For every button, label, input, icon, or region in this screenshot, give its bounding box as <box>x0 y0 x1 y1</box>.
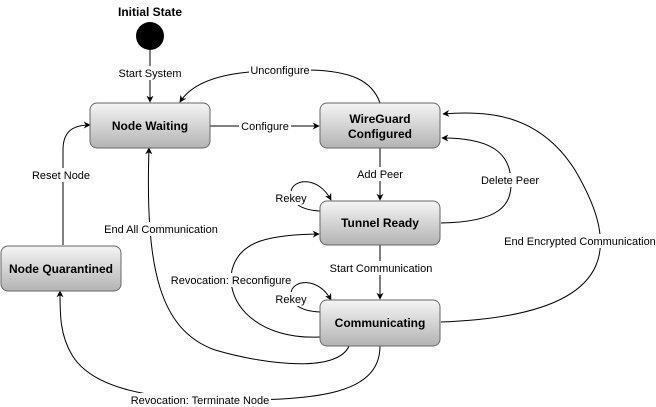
edge-labels: Start System Unconfigure Configure Add P… <box>30 63 656 407</box>
initial-state-marker[interactable] <box>136 22 164 50</box>
label-unconfigure: Unconfigure <box>250 65 309 77</box>
state-tunnel-ready[interactable]: Tunnel Ready <box>319 200 441 246</box>
state-node-waiting-label: Node Waiting <box>112 119 188 133</box>
label-configure: Configure <box>241 121 289 133</box>
label-reset-node: Reset Node <box>32 170 90 182</box>
state-node-waiting[interactable]: Node Waiting <box>89 102 211 149</box>
label-add-peer: Add Peer <box>357 169 403 181</box>
label-start-communication: Start Communication <box>330 263 433 275</box>
edge-end-encrypted-communication[interactable] <box>440 109 601 323</box>
label-end-all-communication: End All Communication <box>104 224 218 236</box>
edge-end-all-communication[interactable] <box>145 147 350 365</box>
label-delete-peer: Delete Peer <box>481 175 539 187</box>
state-wireguard-configured[interactable]: WireGuard Configured <box>319 102 441 149</box>
label-rekey-tunnel: Rekey <box>275 193 307 205</box>
initial-state-label: Initial State <box>118 5 182 19</box>
state-wireguard-configured-label-2: Configured <box>348 127 412 141</box>
state-node-quarantined-label: Node Quarantined <box>9 262 113 276</box>
state-node-quarantined[interactable]: Node Quarantined <box>0 245 122 292</box>
label-revocation-reconfigure: Revocation: Reconfigure <box>171 275 291 287</box>
label-end-encrypted-communication: End Encrypted Communication <box>504 236 656 248</box>
state-tunnel-ready-label: Tunnel Ready <box>341 216 419 230</box>
state-communicating-label: Communicating <box>335 316 426 330</box>
edge-reset-node[interactable] <box>62 121 91 245</box>
state-wireguard-configured-label-1: WireGuard <box>349 112 410 126</box>
edge-revocation-reconfigure[interactable] <box>230 230 321 338</box>
label-revocation-terminate-node: Revocation: Terminate Node <box>131 395 270 407</box>
label-rekey-communicating: Rekey <box>275 294 307 306</box>
label-start-system: Start System <box>119 68 182 80</box>
state-communicating[interactable]: Communicating <box>319 299 441 347</box>
